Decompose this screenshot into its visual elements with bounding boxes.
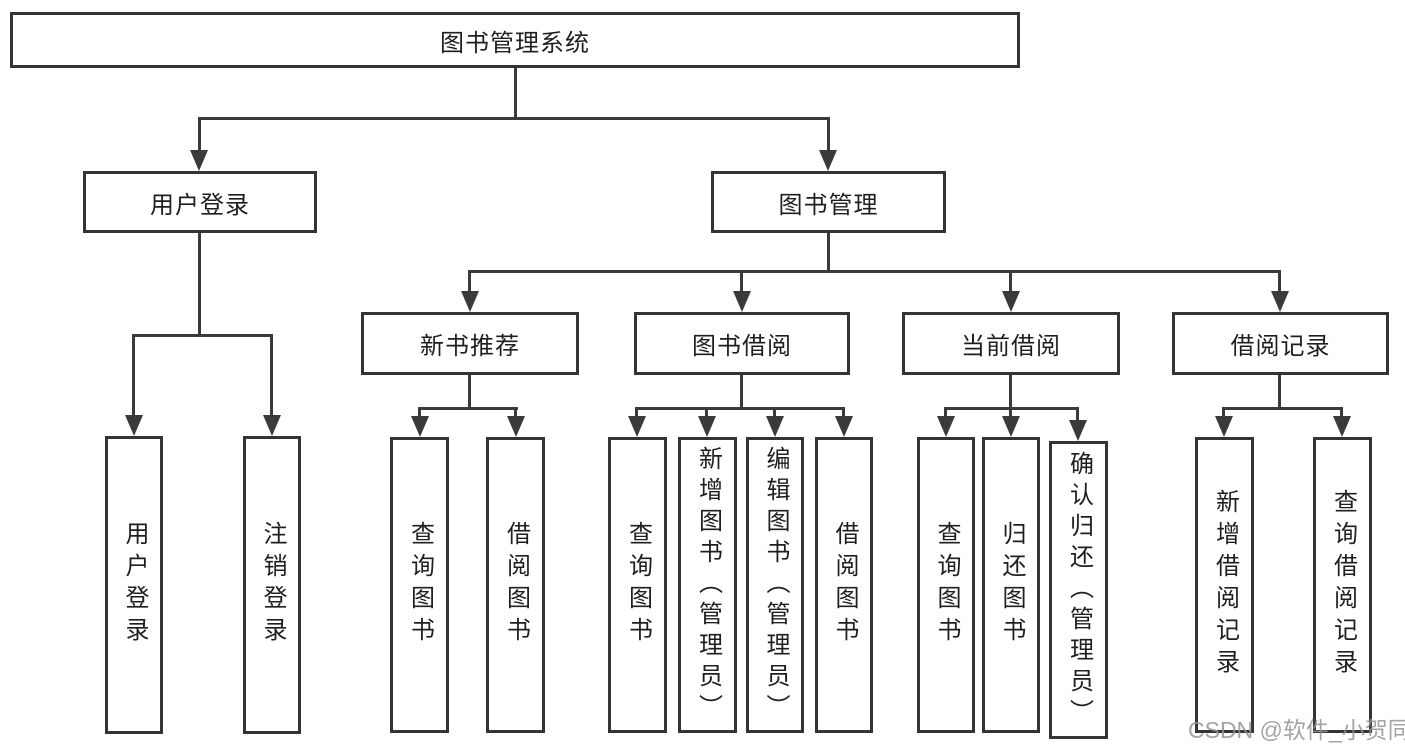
leaf-confirm-return-admin: 确认归还（管理员） <box>1049 441 1108 739</box>
leaf-borrow-book-2: 借阅图书 <box>815 437 873 733</box>
arrow-down-icon <box>125 415 143 436</box>
leaf-borrow-book-1: 借阅图书 <box>486 437 545 733</box>
connector-line <box>827 117 830 153</box>
arrow-down-icon <box>819 150 837 171</box>
arrow-down-icon <box>1215 416 1233 437</box>
arrow-down-icon <box>1333 416 1351 437</box>
node-label: 新书推荐 <box>420 333 520 360</box>
connector-line <box>1009 270 1012 293</box>
arrow-down-icon <box>1002 416 1020 437</box>
leaf-add-borrow-record: 新增借阅记录 <box>1195 437 1254 733</box>
connector-line <box>1222 407 1343 410</box>
connector-line <box>635 407 845 410</box>
connector-line <box>418 407 518 410</box>
connector-line <box>514 68 517 119</box>
leaf-logout: 注销登录 <box>243 436 301 734</box>
connector-line <box>1009 407 1012 419</box>
node-root: 图书管理系统 <box>10 12 1020 68</box>
node-label: 用户登录 <box>121 521 148 649</box>
node-label: 注销登录 <box>259 521 286 649</box>
connector-line <box>1278 270 1281 293</box>
node-label: 图书管理系统 <box>440 29 590 57</box>
connector-line <box>1009 375 1012 410</box>
node-label: 查询借阅记录 <box>1329 489 1357 681</box>
node-label: 查询图书 <box>406 521 434 649</box>
connector-line <box>468 375 471 410</box>
connector-line <box>132 334 273 337</box>
arrow-down-icon <box>733 291 751 312</box>
connector-line <box>198 117 830 120</box>
arrow-down-icon <box>698 416 716 437</box>
arrow-down-icon <box>507 416 525 437</box>
node-user-login: 用户登录 <box>83 171 317 233</box>
leaf-query-book-1: 查询图书 <box>390 437 449 733</box>
arrow-down-icon <box>1271 291 1289 312</box>
connector-line <box>635 407 638 419</box>
arrow-down-icon <box>1002 291 1020 312</box>
node-label: 借阅图书 <box>502 521 530 649</box>
connector-line <box>740 270 743 293</box>
node-borrow-records: 借阅记录 <box>1172 312 1389 375</box>
leaf-query-borrow-record: 查询借阅记录 <box>1313 437 1372 733</box>
leaf-edit-book-admin: 编辑图书（管理员） <box>746 437 804 733</box>
node-label: 新增借阅记录 <box>1211 489 1239 681</box>
connector-line <box>468 270 1281 273</box>
connector-line <box>705 407 708 419</box>
leaf-query-book-2: 查询图书 <box>608 437 667 733</box>
leaf-user-login: 用户登录 <box>105 436 163 734</box>
connector-line <box>198 117 201 153</box>
node-label: 图书管理 <box>778 191 879 219</box>
connector-line <box>1222 407 1225 419</box>
node-label: 归还图书 <box>998 521 1025 649</box>
node-label: 编辑图书（管理员） <box>762 445 789 725</box>
node-label: 用户登录 <box>150 191 250 219</box>
connector-line <box>198 233 201 337</box>
connector-line <box>827 233 830 273</box>
connector-line <box>270 334 273 417</box>
node-label: 当前借阅 <box>961 333 1061 360</box>
connector-line <box>468 270 471 293</box>
connector-line <box>1076 407 1079 421</box>
arrow-down-icon <box>628 416 646 437</box>
connector-line <box>514 407 517 419</box>
arrow-down-icon <box>1069 420 1087 441</box>
arrow-down-icon <box>937 416 955 437</box>
arrow-down-icon <box>766 416 784 437</box>
node-label: 确认归还（管理员） <box>1065 450 1093 730</box>
connector-line <box>132 334 135 417</box>
node-label: 新增图书（管理员） <box>694 445 722 725</box>
leaf-return-book: 归还图书 <box>982 437 1040 733</box>
csdn-watermark: CSDN @软件_小贺同学 <box>1188 717 1405 743</box>
arrow-down-icon <box>263 415 281 436</box>
node-label: 图书借阅 <box>692 333 792 360</box>
arrow-down-icon <box>835 416 853 437</box>
node-book-management: 图书管理 <box>711 171 946 233</box>
node-label: 查询图书 <box>624 521 652 649</box>
connector-line <box>773 407 776 419</box>
connector-line <box>1340 407 1343 419</box>
leaf-query-book-3: 查询图书 <box>917 437 975 733</box>
node-new-book-recommend: 新书推荐 <box>361 312 579 375</box>
arrow-down-icon <box>461 291 479 312</box>
node-label: 借阅图书 <box>831 521 858 649</box>
node-book-borrow: 图书借阅 <box>634 312 850 375</box>
connector-line <box>944 407 947 419</box>
node-label: 借阅记录 <box>1230 333 1331 360</box>
connector-line <box>740 375 743 410</box>
arrow-down-icon <box>190 150 208 171</box>
connector-line <box>418 407 421 419</box>
arrow-down-icon <box>411 416 429 437</box>
connector-line <box>1278 375 1281 410</box>
node-current-borrow: 当前借阅 <box>902 312 1120 375</box>
node-label: 查询图书 <box>933 521 960 649</box>
connector-line <box>842 407 845 419</box>
leaf-add-book-admin: 新增图书（管理员） <box>678 437 737 733</box>
